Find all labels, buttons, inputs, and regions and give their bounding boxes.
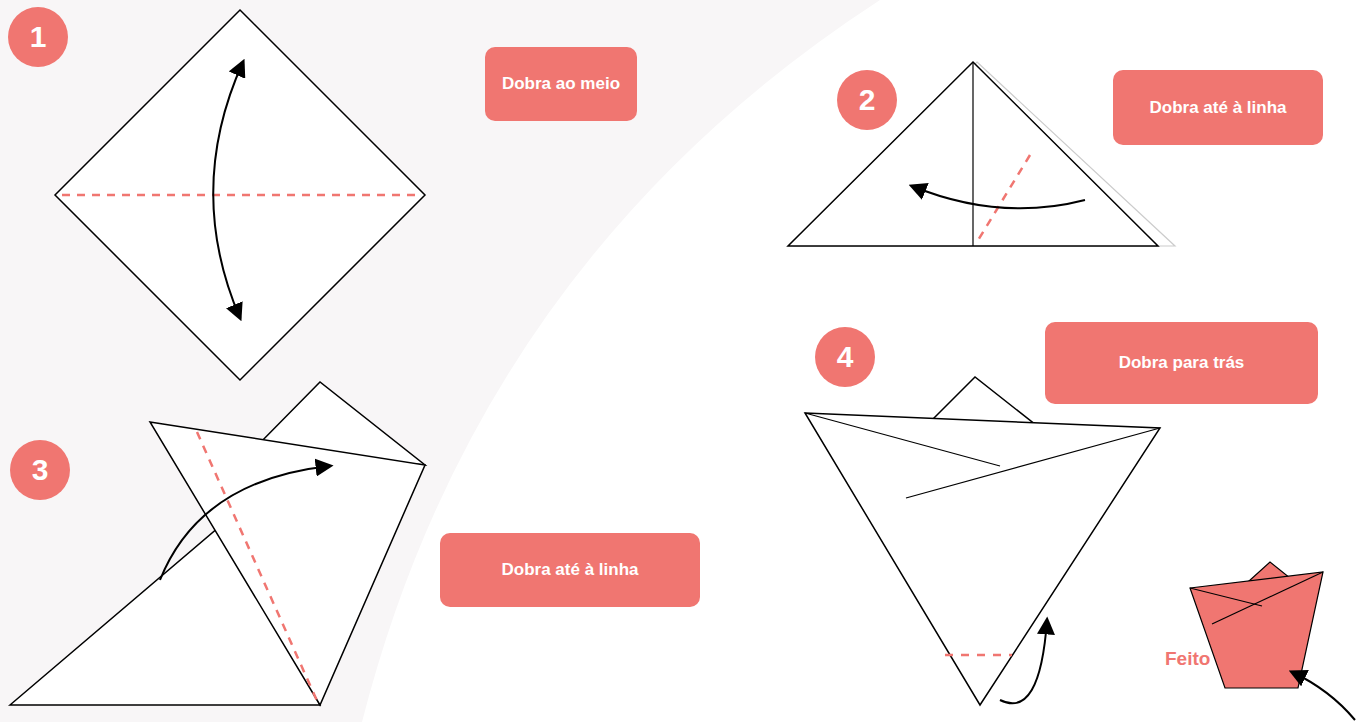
instruction-box: Dobra para trás bbox=[1045, 322, 1318, 404]
step-number: 1 bbox=[8, 7, 68, 67]
paper-cone bbox=[805, 413, 1160, 705]
fold-line bbox=[197, 432, 318, 703]
instruction-text: Dobra até à linha bbox=[1150, 98, 1287, 118]
instruction-text: Dobra até à linha bbox=[502, 560, 639, 580]
done-label: Feito bbox=[1165, 648, 1210, 670]
fold-arrow bbox=[160, 466, 330, 580]
crease-line bbox=[972, 62, 973, 246]
fold-arrow bbox=[912, 186, 1085, 208]
instruction-text: Dobra ao meio bbox=[502, 74, 620, 94]
step-number: 4 bbox=[815, 327, 875, 387]
circle-shape bbox=[815, 327, 875, 387]
fold-line bbox=[977, 155, 1030, 242]
step-number: 2 bbox=[837, 70, 897, 130]
paper-triangle bbox=[788, 62, 1158, 246]
step-number-text: 1 bbox=[30, 20, 47, 54]
instruction-box: Dobra ao meio bbox=[485, 47, 637, 121]
paper-folded-flap bbox=[150, 422, 425, 705]
instruction-box: Dobra até à linha bbox=[440, 533, 700, 607]
step-number-text: 4 bbox=[837, 340, 854, 374]
background-band bbox=[0, 0, 880, 722]
box-shape bbox=[485, 47, 637, 121]
fold-line bbox=[62, 194, 418, 197]
paper-square bbox=[55, 10, 425, 380]
tulip-edge bbox=[1212, 572, 1323, 624]
fold-line bbox=[945, 654, 1012, 657]
step-number: 3 bbox=[10, 440, 70, 500]
step-number-text: 2 bbox=[859, 83, 876, 117]
fold-arrow bbox=[1000, 620, 1047, 703]
flap-edge bbox=[805, 413, 1000, 466]
fold-arrow bbox=[213, 62, 243, 318]
circle-shape bbox=[8, 7, 68, 67]
box-shape bbox=[1045, 322, 1318, 404]
tulip-cup bbox=[1190, 572, 1323, 688]
instruction-box: Dobra até à linha bbox=[1113, 70, 1323, 145]
circle-shape bbox=[10, 440, 70, 500]
box-shape bbox=[440, 533, 700, 607]
instruction-text: Dobra para trás bbox=[1119, 353, 1245, 373]
tulip-edge bbox=[1190, 588, 1262, 606]
pointer-arrow bbox=[1292, 672, 1355, 720]
box-shape bbox=[1113, 70, 1323, 145]
step-number-text: 3 bbox=[32, 453, 49, 487]
flap-edge bbox=[906, 428, 1160, 498]
circle-shape bbox=[837, 70, 897, 130]
